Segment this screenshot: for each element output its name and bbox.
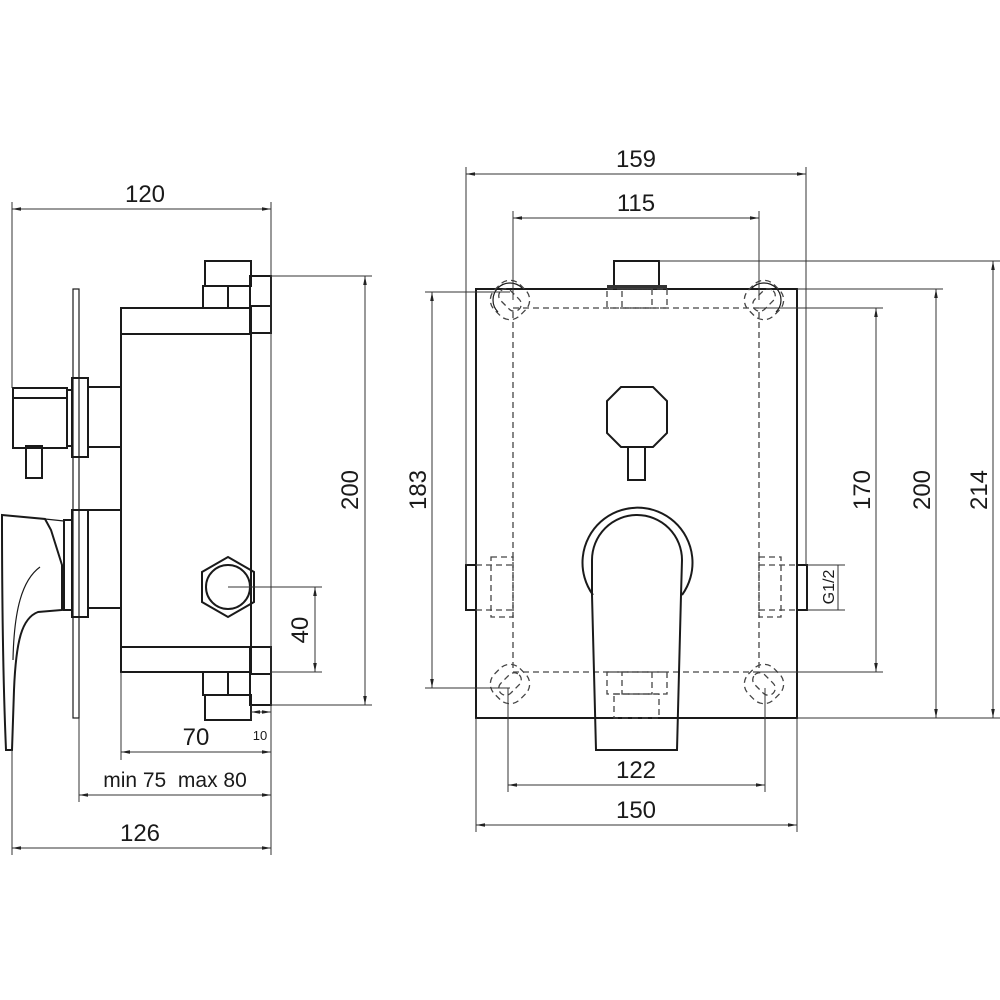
- dim-side-width: 120: [125, 181, 165, 208]
- side-connectors: [465, 556, 808, 618]
- thread-label: G1/2: [821, 570, 838, 605]
- dim-install-depth: min 75 max 80: [103, 769, 247, 792]
- front-plate: [475, 288, 798, 719]
- cover-plate: [72, 288, 80, 719]
- dimension-lines-side: [11, 202, 372, 855]
- dim-outer-width: 159: [616, 146, 656, 173]
- side-view: 120 200 40 10 70 min 75 max 80 126: [0, 181, 372, 855]
- dim-height-inner: 170: [849, 470, 876, 510]
- diverter-knob-front: [606, 386, 668, 481]
- valve-body: [120, 307, 252, 673]
- hidden-body-outline: [512, 307, 760, 673]
- dim-fitting-offset: 10: [253, 728, 267, 743]
- mixer-lever-front: [581, 506, 694, 751]
- dimension-lines-front: [425, 167, 1000, 832]
- bottom-fitting: [202, 646, 272, 721]
- dim-hole-spacing-top: 115: [617, 190, 655, 217]
- mounting-holes: [489, 279, 785, 705]
- dim-height-holes: 183: [405, 470, 432, 510]
- top-connector: [613, 260, 660, 287]
- front-view: 159 115 183 170 200 214 G1/2 122 150: [405, 146, 1000, 832]
- dim-overall-depth: 126: [120, 820, 160, 847]
- dim-height-total: 214: [966, 470, 993, 510]
- dim-outlet-offset: 40: [287, 617, 314, 644]
- dim-side-height: 200: [337, 470, 364, 510]
- dim-height-plate: 200: [909, 470, 936, 510]
- dim-plate-width: 150: [616, 797, 656, 824]
- dim-hole-spacing-bottom: 122: [616, 757, 656, 784]
- dim-body-depth: 70: [183, 724, 210, 751]
- top-fitting: [202, 260, 272, 334]
- mixer-lever: [0, 509, 122, 751]
- diverter-knob: [12, 377, 122, 479]
